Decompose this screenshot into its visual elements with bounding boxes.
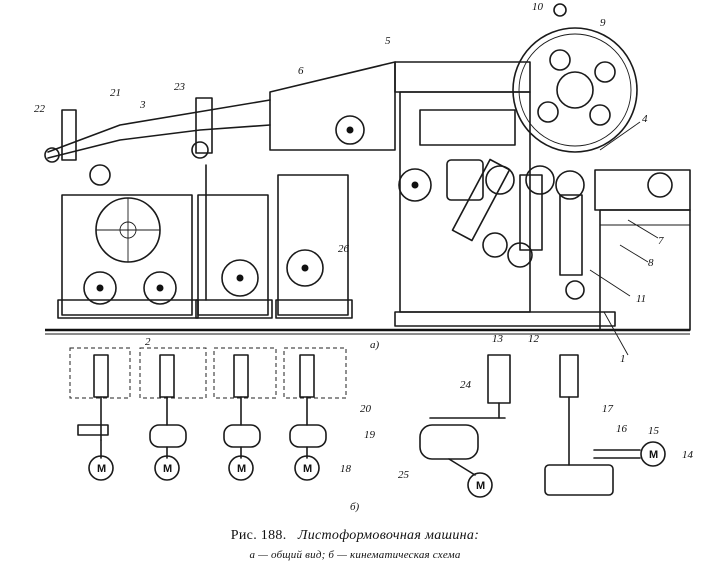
part-number-20: 20 [360, 403, 372, 415]
vat-section-2 [195, 164, 273, 319]
part-number-16: 16 [616, 423, 628, 435]
part-number-5: 5 [385, 35, 391, 47]
figure-subtitle: а — общий вид; б — кинематическая схема [249, 549, 461, 561]
felt-roll-22 [44, 147, 60, 163]
part-number-26: 26 [338, 243, 350, 255]
part-number-13: 13 [492, 333, 504, 345]
drive-train-5 [419, 354, 511, 498]
part-number-2: 2 [145, 336, 151, 348]
motor-label-6: M [649, 449, 658, 461]
part-number-25: 25 [398, 469, 410, 481]
motor-label-1: M [97, 463, 106, 475]
drive-train-6 [544, 354, 666, 496]
part-number-12: 12 [528, 333, 540, 345]
motor-label-3: M [237, 463, 246, 475]
drive-train-4 [289, 354, 327, 481]
part-number-14: 14 [682, 449, 694, 461]
motor-label-5: M [476, 480, 485, 492]
leader-8 [619, 244, 649, 263]
upper-felt [47, 99, 271, 153]
leader-4 [599, 121, 641, 151]
leader-11 [589, 269, 631, 297]
figure-number: Рис. 188. [230, 528, 287, 543]
felt-roll-21 [89, 164, 111, 186]
vat-section-3 [275, 174, 353, 319]
figure-caption: Рис. 188. Листоформовочная машина: [0, 528, 710, 544]
part-number-9: 9 [600, 17, 606, 29]
part-number-11: 11 [636, 293, 646, 305]
tension-arm [61, 109, 77, 161]
drive-train-1 [77, 354, 114, 481]
part-number-4: 4 [642, 113, 648, 125]
outlet-conveyor [594, 169, 691, 331]
part-number-21: 21 [110, 87, 121, 99]
part-number-6: 6 [298, 65, 304, 77]
part-number-18: 18 [340, 463, 352, 475]
press-frame [335, 61, 616, 327]
part-number-19: 19 [364, 429, 376, 441]
part-number-15: 15 [648, 425, 660, 437]
part-number-10: 10 [532, 1, 544, 13]
press-rolls [451, 158, 585, 300]
view-label-a: а) [370, 339, 380, 351]
leader-7 [627, 219, 659, 239]
motor-label-2: M [163, 463, 172, 475]
upper-felt-lower [47, 124, 271, 159]
hood [269, 61, 396, 151]
vat-section-1 [57, 194, 199, 319]
part-number-8: 8 [648, 257, 654, 269]
part-number-1: 1 [620, 353, 626, 365]
drive-train-3 [223, 354, 261, 481]
part-number-3: 3 [139, 99, 146, 111]
view-label-b: б) [350, 501, 360, 513]
leader-1 [603, 311, 629, 356]
kinematic-scheme [69, 347, 666, 498]
general-view [44, 3, 691, 356]
part-number-24: 24 [460, 379, 472, 391]
drive-train-2 [149, 354, 187, 481]
part-number-23: 23 [174, 81, 186, 93]
figure-title: Листоформовочная машина: [297, 528, 480, 543]
felt-roll-23 [191, 141, 209, 159]
format-drum [512, 3, 638, 153]
part-number-22: 22 [34, 103, 46, 115]
motor-label-4: M [303, 463, 312, 475]
tension-arm-2 [195, 97, 213, 154]
part-number-17: 17 [602, 403, 614, 415]
part-number-7: 7 [658, 235, 664, 247]
